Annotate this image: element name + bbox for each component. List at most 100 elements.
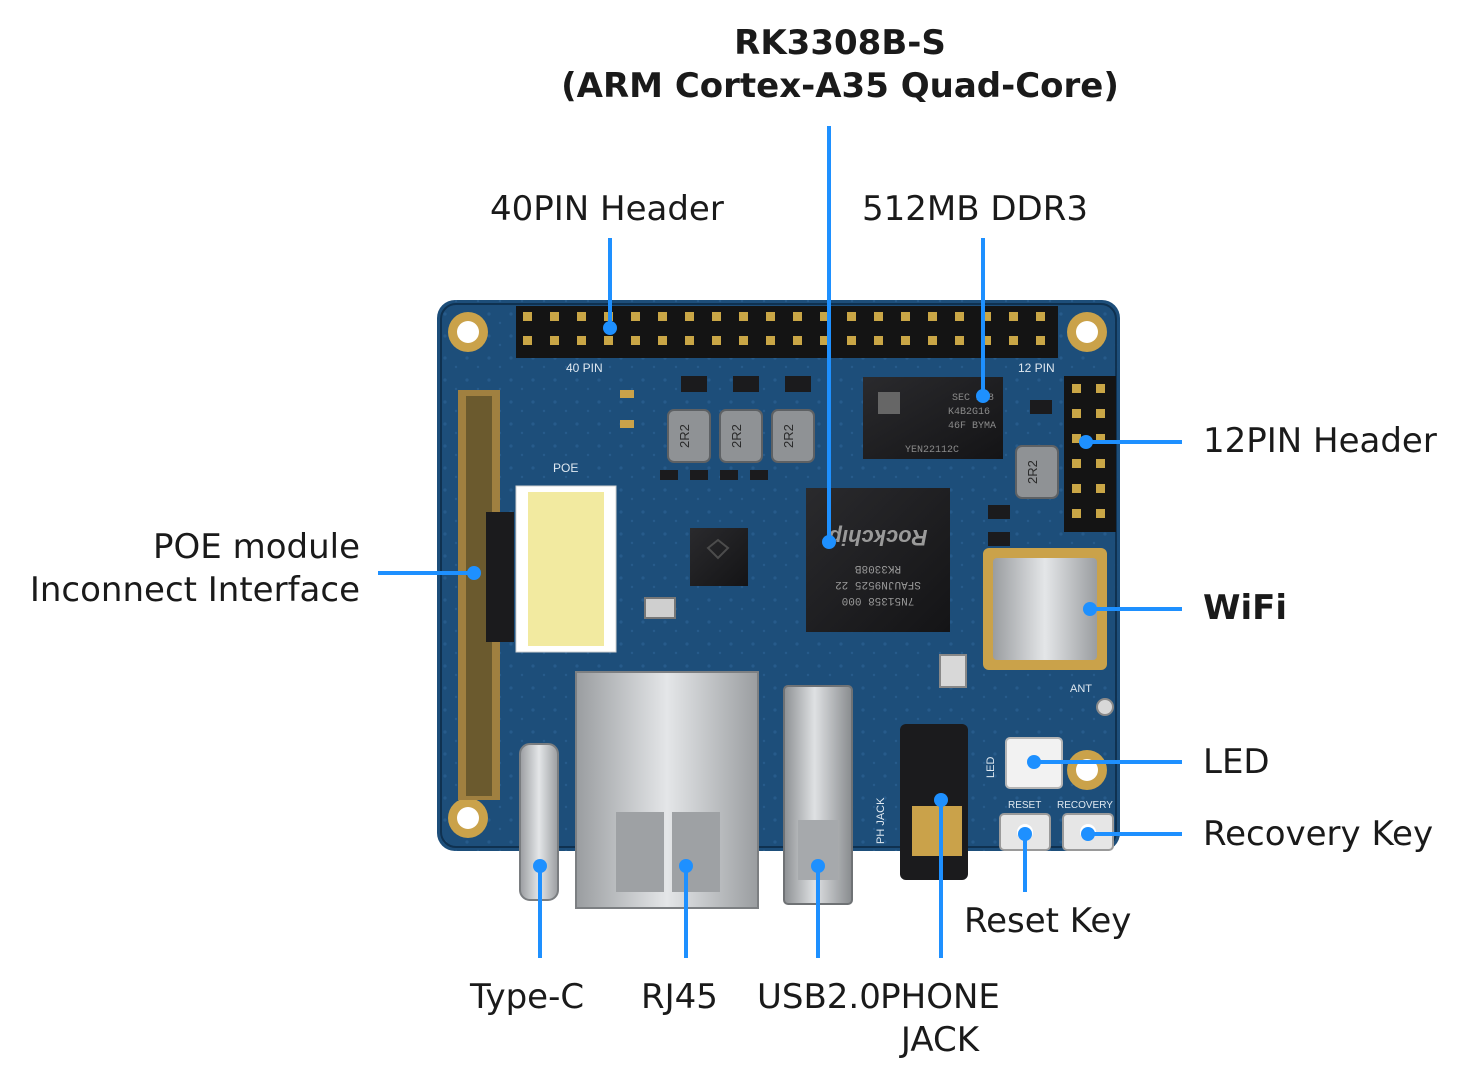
label-header40: 40PIN Header bbox=[490, 189, 724, 229]
header-40pin-pin bbox=[523, 336, 532, 345]
soc-chip-text-2: SFAUJN9525 22 bbox=[835, 578, 921, 590]
header-12pin-pin bbox=[1072, 434, 1081, 443]
header-40pin-pin bbox=[928, 312, 937, 321]
usb2-port bbox=[783, 685, 853, 905]
header-40pin-pin bbox=[766, 312, 775, 321]
inductor-mark: 2R2 bbox=[729, 424, 744, 448]
poe-transformer: POE bbox=[515, 461, 617, 653]
inductor-mark: 2R2 bbox=[1025, 460, 1040, 484]
header-40pin-pin bbox=[955, 336, 964, 345]
label-typec: Type-C bbox=[470, 977, 585, 1017]
header-40pin-pin bbox=[901, 336, 910, 345]
header-12pin-pin bbox=[1072, 384, 1081, 393]
callout-dots bbox=[467, 321, 1097, 873]
header-40pin-pin bbox=[712, 312, 721, 321]
label-phone-jack-line2: JACK bbox=[900, 1019, 980, 1060]
header-40pin-pin bbox=[901, 312, 910, 321]
header-40pin-pin bbox=[874, 336, 883, 345]
jack-silkscreen: PH JACK bbox=[875, 797, 887, 844]
header-40pin bbox=[516, 306, 1058, 358]
header-12pin-pin bbox=[1096, 409, 1105, 418]
header-12pin-pin bbox=[1072, 459, 1081, 468]
ddr-chip-text-2: K4B2G16 bbox=[948, 407, 990, 418]
label-usb: USB2.0 bbox=[757, 977, 881, 1017]
label-poe-line2: Inconnect Interface bbox=[29, 569, 360, 610]
label-recovery-key: Recovery Key bbox=[1203, 814, 1434, 854]
recovery-button-component: RECOVERY bbox=[1057, 800, 1114, 851]
poe-connector bbox=[458, 390, 514, 800]
label-ddr: 512MB DDR3 bbox=[862, 189, 1088, 229]
label-led: LED bbox=[1203, 742, 1270, 782]
header-12pin-pin bbox=[1096, 459, 1105, 468]
header-40pin-pin bbox=[631, 312, 640, 321]
label-phone-jack-line1: PHONE bbox=[880, 977, 1000, 1017]
label-phone-jack: PHONE JACK bbox=[880, 976, 1000, 1061]
header-40pin-pin bbox=[658, 312, 667, 321]
header-40pin-pin bbox=[604, 336, 613, 345]
label-header12: 12PIN Header bbox=[1203, 421, 1437, 461]
header-40pin-pin bbox=[847, 336, 856, 345]
header-40pin-pin bbox=[847, 312, 856, 321]
header-40pin-pin bbox=[631, 336, 640, 345]
header-12pin-pin bbox=[1072, 409, 1081, 418]
header-40pin-pin bbox=[550, 336, 559, 345]
ant-silkscreen: ANT bbox=[1070, 683, 1092, 695]
header-12pin-pin bbox=[1096, 509, 1105, 518]
header-40pin-pin bbox=[982, 312, 991, 321]
label-rj45: RJ45 bbox=[641, 977, 718, 1017]
header-40pin-pin bbox=[793, 312, 802, 321]
ethernet-phy-chip bbox=[690, 528, 748, 586]
label-wifi: WiFi bbox=[1203, 588, 1288, 628]
inductor bbox=[719, 409, 763, 463]
header-40pin-pin bbox=[793, 336, 802, 345]
header-12pin-pin bbox=[1096, 484, 1105, 493]
phone-jack: PH JACK bbox=[875, 724, 968, 880]
header-40pin-pin bbox=[982, 336, 991, 345]
header-40pin-pin bbox=[658, 336, 667, 345]
header-40pin-pin bbox=[955, 312, 964, 321]
ddr-chip-text-3: 46F BYMA bbox=[948, 421, 996, 432]
led-silkscreen: LED bbox=[985, 757, 997, 778]
header-40pin-pin bbox=[739, 312, 748, 321]
header-12pin-pin bbox=[1096, 384, 1105, 393]
header-40pin-pin bbox=[1009, 336, 1018, 345]
ddr-chip-text-4: YEN22112C bbox=[905, 445, 959, 456]
inductor bbox=[667, 409, 711, 463]
header-12pin-pin bbox=[1096, 434, 1105, 443]
label-soc: RK3308B-S (ARM Cortex-A35 Quad-Core) bbox=[540, 22, 1140, 107]
header-40pin-pin bbox=[712, 336, 721, 345]
header-40pin-pin bbox=[739, 336, 748, 345]
header-12pin-pin bbox=[1072, 509, 1081, 518]
label-reset-key: Reset Key bbox=[964, 901, 1132, 941]
header-40pin-pin bbox=[1036, 336, 1045, 345]
rj45-jack bbox=[575, 671, 759, 909]
soc-chip-logo: Rockchip bbox=[828, 525, 927, 550]
header-12pin-body bbox=[1064, 376, 1116, 532]
wifi-module: ANT bbox=[983, 548, 1114, 716]
mounting-holes bbox=[448, 312, 1107, 838]
callout-lines bbox=[378, 126, 1182, 958]
inductor-mark: 2R2 bbox=[677, 424, 692, 448]
label-soc-line1: RK3308B-S bbox=[734, 23, 946, 63]
header-40pin-pin bbox=[1036, 312, 1045, 321]
header-12pin-pin bbox=[1072, 484, 1081, 493]
header-40pin-pin bbox=[874, 312, 883, 321]
header-40pin-pin bbox=[577, 336, 586, 345]
reset-silkscreen: RESET bbox=[1008, 800, 1041, 811]
header-12pin bbox=[1064, 376, 1116, 532]
header-40pin-pin bbox=[820, 336, 829, 345]
label-soc-line2: (ARM Cortex-A35 Quad-Core) bbox=[561, 65, 1119, 106]
inductor bbox=[771, 409, 815, 463]
header-40pin-body bbox=[516, 306, 1058, 358]
header-40pin-pin bbox=[550, 312, 559, 321]
inductor bbox=[1015, 445, 1059, 499]
header-40pin-pin bbox=[685, 336, 694, 345]
poe-silkscreen: POE bbox=[553, 461, 578, 475]
label-poe: POE module Inconnect Interface bbox=[0, 526, 360, 611]
small-components bbox=[620, 376, 1052, 688]
header-40pin-pin bbox=[766, 336, 775, 345]
soc-chip-text-3: RK3308B bbox=[855, 562, 902, 574]
header-40pin-pin bbox=[523, 312, 532, 321]
